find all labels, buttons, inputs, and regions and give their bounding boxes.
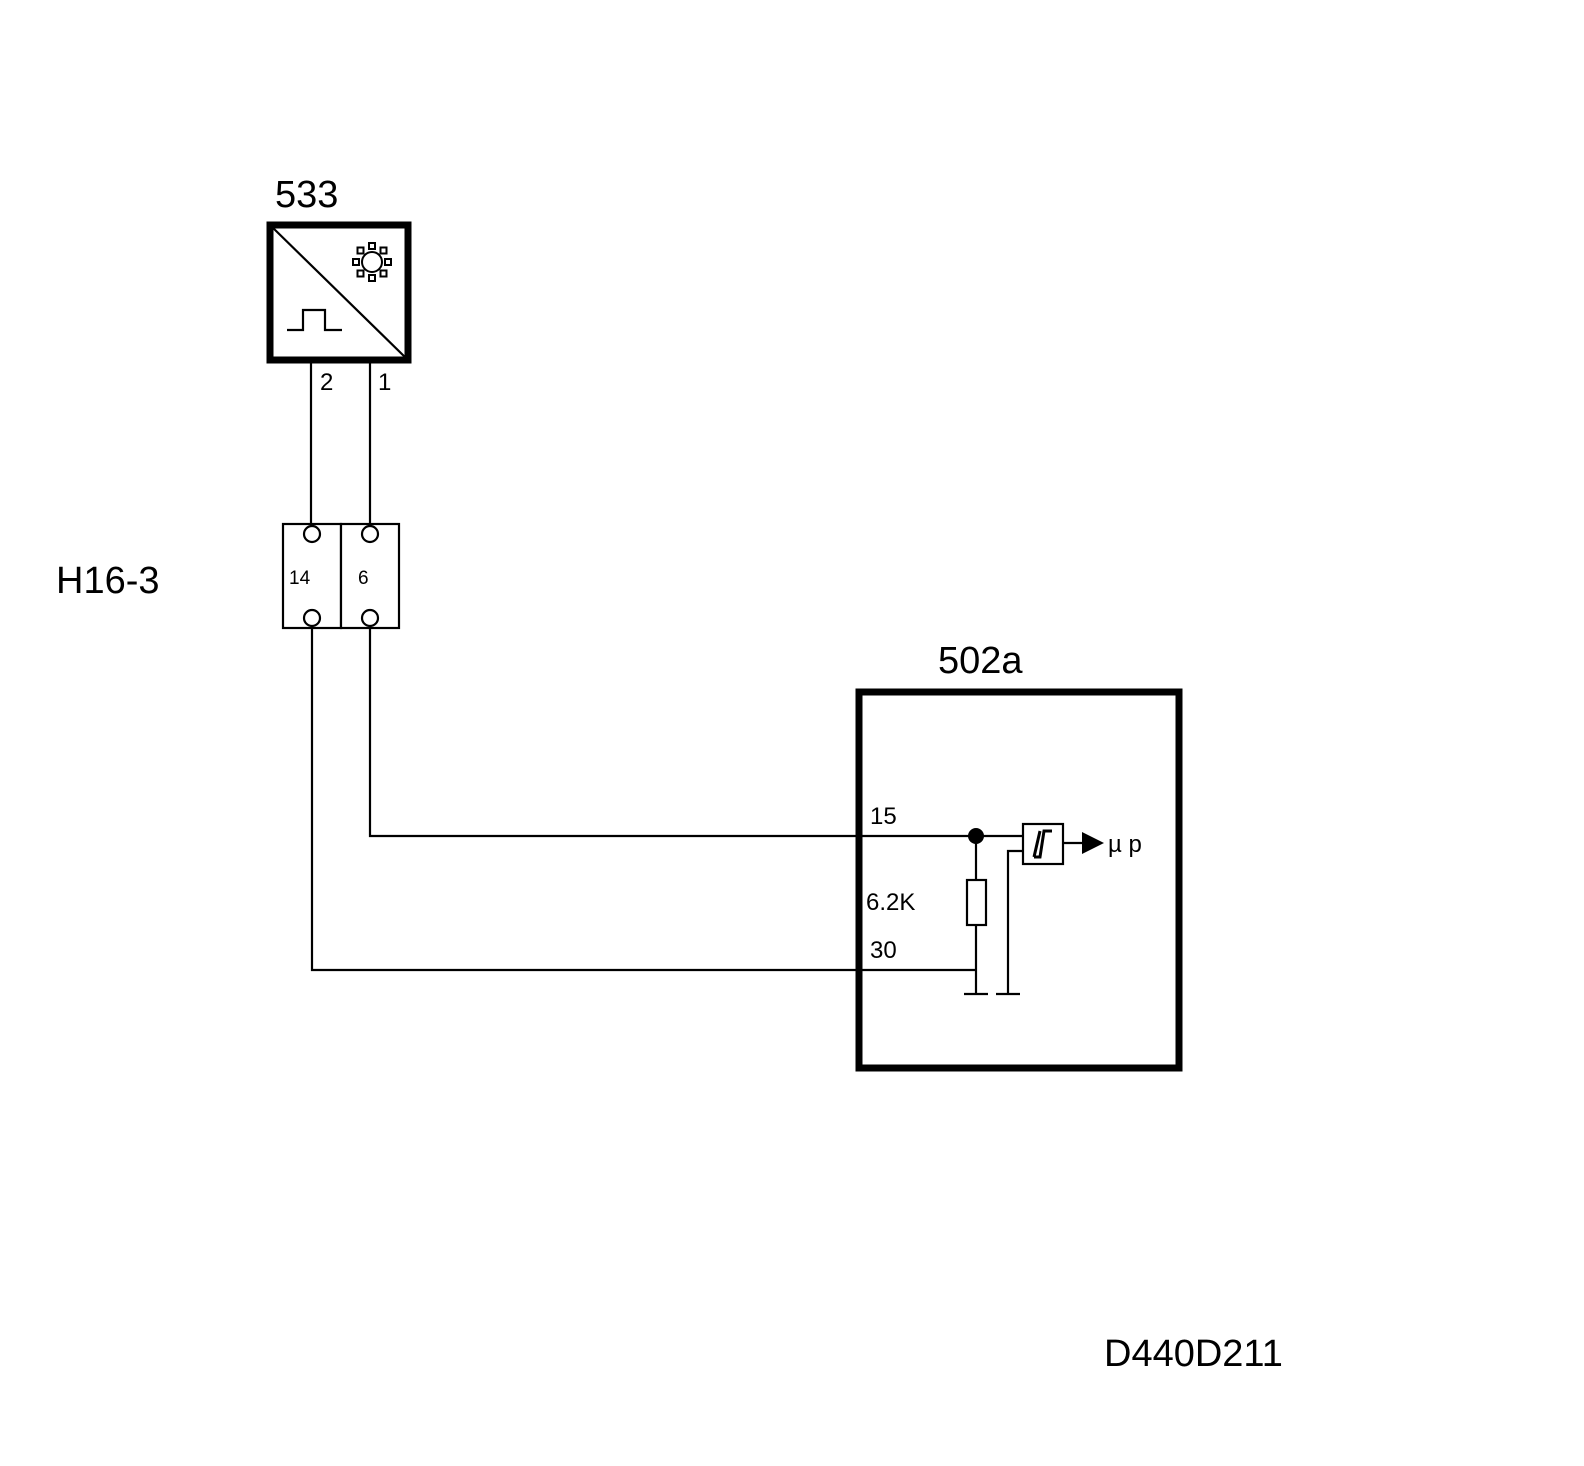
trigger-reference-wire bbox=[1006, 849, 1023, 994]
connector-pin-14-label: 14 bbox=[289, 568, 311, 589]
connector-id-label: H16-3 bbox=[56, 560, 160, 602]
resistor-symbol bbox=[965, 878, 988, 927]
pulse-icon bbox=[287, 308, 342, 332]
sensor-pin-1-label: 1 bbox=[378, 369, 391, 396]
connector-terminal bbox=[360, 524, 380, 544]
connector-h16-3: H16-3 14 6 bbox=[56, 522, 401, 630]
hysteresis-symbol-stroke bbox=[1032, 830, 1042, 858]
pin-15-label: 15 bbox=[870, 803, 897, 830]
gear-icon bbox=[352, 242, 392, 282]
hysteresis-symbol bbox=[1034, 829, 1052, 859]
output-arrow-icon bbox=[1082, 832, 1104, 854]
connector-terminal bbox=[302, 608, 322, 628]
microprocessor-label: µ p bbox=[1108, 831, 1142, 858]
sensor-pin-2-label: 2 bbox=[320, 369, 333, 396]
wire-14-to-30 bbox=[310, 626, 975, 972]
drawing-code-label: D440D211 bbox=[1104, 1333, 1283, 1375]
control-unit-box bbox=[855, 688, 1183, 1072]
connector-terminal bbox=[360, 608, 380, 628]
pin-30-label: 30 bbox=[870, 937, 897, 964]
sensor-id-label: 533 bbox=[275, 174, 338, 216]
control-unit-id-label: 502a bbox=[938, 640, 1023, 682]
control-unit-502a: 502a 15 6.2K 30 µ p bbox=[855, 640, 1183, 1072]
sensor-diagonal bbox=[269, 224, 409, 361]
sensor-533: 533 2 1 bbox=[266, 174, 412, 396]
connector-terminal bbox=[302, 524, 322, 544]
connector-pin-6-label: 6 bbox=[358, 568, 369, 589]
resistor-value-label: 6.2K bbox=[866, 889, 915, 916]
wire-6-to-15 bbox=[368, 626, 975, 838]
